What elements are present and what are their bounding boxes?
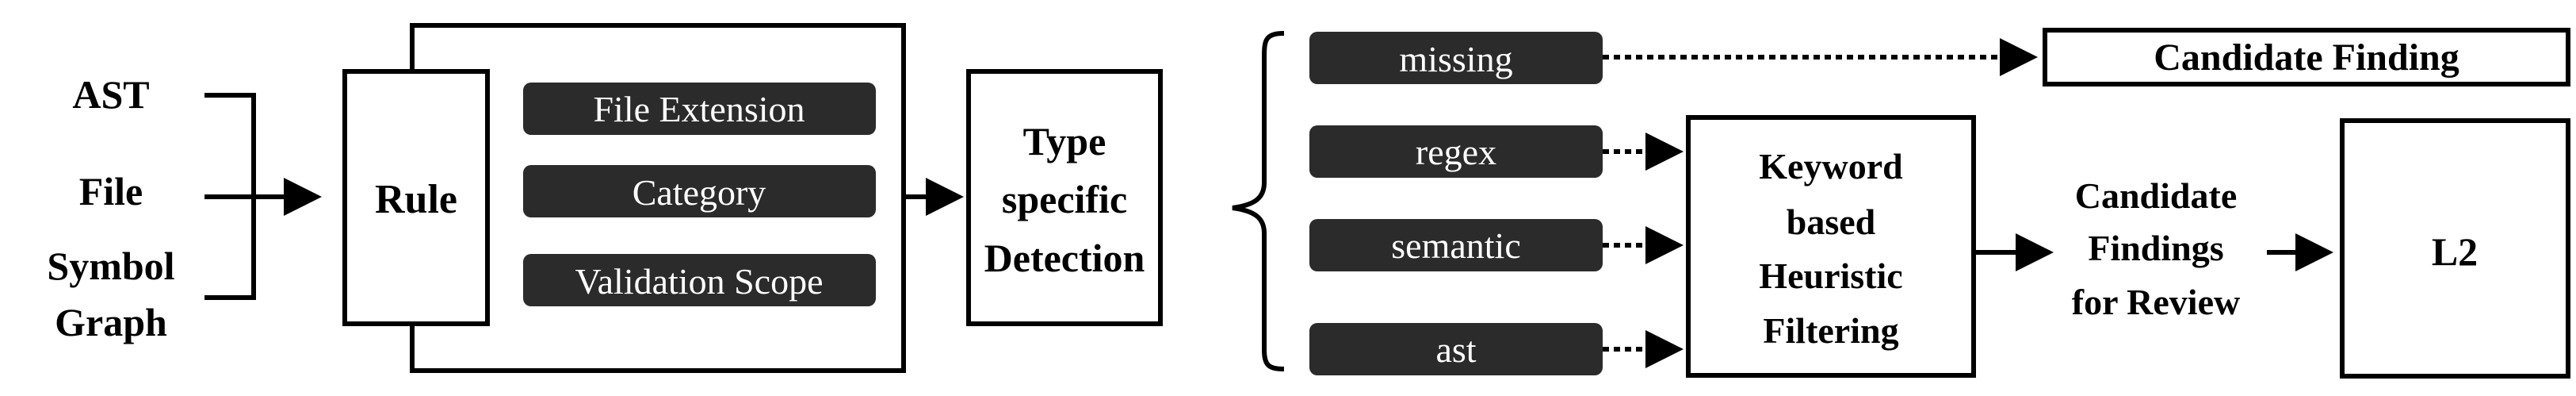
detection-type-regex: regex <box>1416 132 1496 172</box>
rule-attr-validation-scope-pill <box>523 254 876 306</box>
review-line3: for Review <box>2072 282 2240 322</box>
heuristic-filter-line4: Filtering <box>1763 310 1898 351</box>
rule-attr-category: Category <box>633 172 766 213</box>
rule-attr-file-extension: File Extension <box>593 89 805 129</box>
heuristic-filter-line1: Keyword <box>1759 146 1903 186</box>
candidate-finding-box <box>2043 28 2570 87</box>
detection-box <box>966 69 1163 326</box>
input-symbol-graph-line2: Graph <box>55 300 167 344</box>
rule-box <box>342 69 490 326</box>
input-symbol-graph-line1: Symbol <box>47 244 174 288</box>
detection-line2: specific <box>1002 177 1127 221</box>
l2-label: L2 <box>2432 229 2478 274</box>
input-file: File <box>79 169 143 213</box>
rule-label: Rule <box>375 177 457 222</box>
detection-type-ast: ast <box>1435 329 1476 370</box>
detection-type-brace <box>1232 31 1285 371</box>
candidate-finding-label: Candidate Finding <box>2154 37 2459 79</box>
detection-type-missing: missing <box>1399 39 1512 79</box>
review-line2: Findings <box>2088 228 2223 268</box>
detection-type-semantic-pill <box>1309 219 1603 271</box>
detection-line3: Detection <box>984 236 1145 280</box>
rule-attr-file-extension-pill <box>523 83 876 135</box>
heuristic-filter-line3: Heuristic <box>1759 256 1902 296</box>
rule-attr-category-pill <box>523 165 876 217</box>
heuristic-filter-line2: based <box>1787 202 1876 242</box>
input-ast: AST <box>72 72 149 117</box>
review-line1: Candidate <box>2075 175 2237 216</box>
rule-attr-validation-scope: Validation Scope <box>575 261 824 302</box>
l2-box <box>2340 118 2570 379</box>
detection-type-semantic: semantic <box>1391 225 1521 266</box>
detection-type-regex-pill <box>1309 125 1603 178</box>
detection-type-ast-pill <box>1309 323 1603 375</box>
heuristic-filter-box <box>1686 115 1976 378</box>
detection-type-missing-pill <box>1309 32 1603 84</box>
detection-line1: Type <box>1023 119 1106 163</box>
